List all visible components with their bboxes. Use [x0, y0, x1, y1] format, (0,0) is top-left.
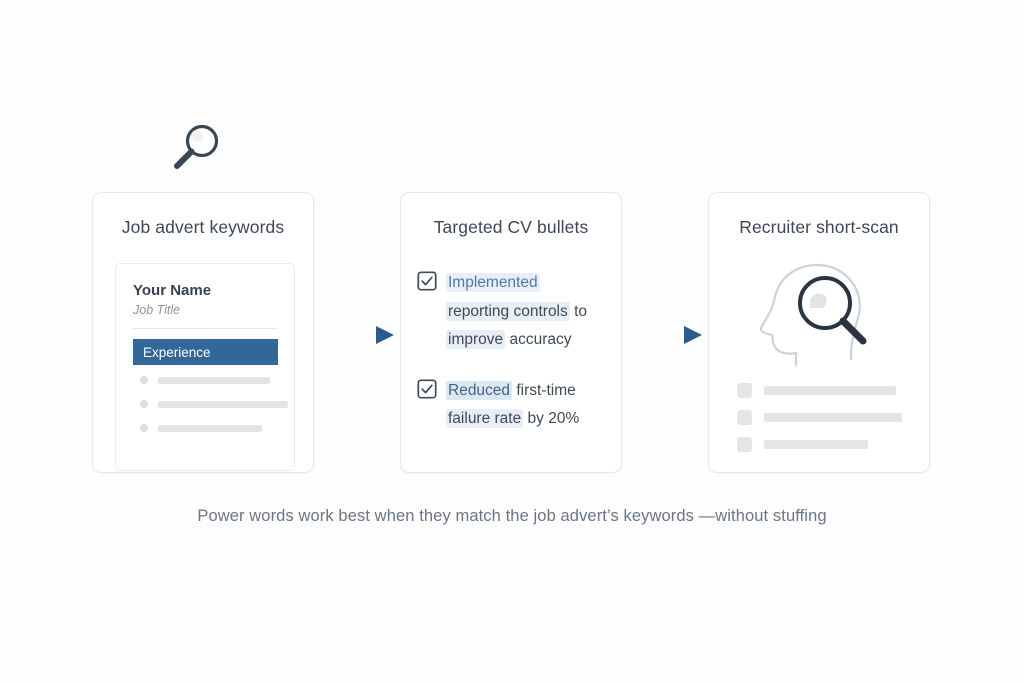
keyword-improve: improve — [446, 330, 506, 349]
cv-bullet-item[interactable]: Reduced first-time failure rate by 20% — [417, 377, 607, 434]
cv-bullet-list — [140, 376, 290, 448]
cv-section-experience: Experience — [133, 339, 278, 365]
card-title: Targeted CV bullets — [433, 217, 589, 237]
bullet-plain-by-20: by 20% — [527, 410, 580, 427]
cv-bullet-row — [140, 400, 290, 408]
placeholder-line — [158, 376, 270, 384]
card-job-advert-keywords[interactable]: Job advert keywords Your Name Job Title … — [92, 192, 314, 473]
cv-divider — [133, 328, 278, 329]
card-targeted-cv-bullets[interactable]: Targeted CV bullets Implemented reportin… — [400, 192, 622, 473]
cv-bullet-text: Implemented reporting controls to improv… — [446, 269, 607, 355]
arrow-right-2-icon — [644, 318, 706, 352]
card-recruiter-short-scan[interactable]: Recruiter short-scan — [708, 192, 930, 473]
bullet-dot-icon — [140, 424, 148, 432]
keyword-reporting-controls: reporting controls — [446, 301, 570, 321]
cv-bullet-item[interactable]: Implemented reporting controls to improv… — [417, 269, 607, 355]
keyword-reduced: Reduced — [446, 380, 513, 400]
placeholder-line — [158, 424, 262, 432]
placeholder-line — [764, 386, 896, 395]
scan-row — [737, 410, 907, 425]
arrow-right-1-icon — [336, 318, 398, 352]
bullet-plain-first-time: first-time — [516, 381, 576, 399]
scan-square-icon — [737, 410, 752, 425]
cv-bullets-list: Implemented reporting controls to improv… — [417, 269, 607, 456]
cv-bullet-row — [140, 424, 290, 432]
scan-square-icon — [737, 383, 752, 398]
cv-job-title: Job Title — [133, 303, 181, 317]
magnifier-icon — [168, 118, 228, 178]
cv-document-preview: Your Name Job Title Experience — [115, 263, 295, 471]
diagram-caption: Power words work best when they match th… — [197, 507, 827, 525]
checkbox-checked-icon[interactable] — [417, 378, 437, 399]
cv-bullet-text: Reduced first-time failure rate by 20% — [446, 377, 607, 434]
scan-lines-list — [737, 383, 907, 464]
checkbox-checked-icon[interactable] — [417, 271, 437, 291]
placeholder-line — [764, 413, 902, 422]
cv-name: Your Name — [133, 282, 212, 299]
bullet-plain-accuracy: accuracy — [509, 331, 572, 348]
card-title: Recruiter short-scan — [739, 217, 899, 237]
cv-bullet-row — [140, 376, 290, 384]
scan-row — [737, 437, 907, 452]
keyword-implemented: Implemented — [446, 273, 540, 292]
bullet-plain-to: to — [574, 302, 588, 320]
scan-square-icon — [737, 437, 752, 452]
card-title: Job advert keywords — [121, 217, 285, 237]
placeholder-line — [158, 400, 288, 408]
bullet-dot-icon — [140, 376, 148, 384]
bullet-dot-icon — [140, 400, 148, 408]
keyword-failure-rate: failure rate — [446, 409, 524, 428]
scan-row — [737, 383, 907, 398]
head-profile-with-magnifier-icon — [755, 255, 889, 371]
placeholder-line — [764, 440, 868, 449]
